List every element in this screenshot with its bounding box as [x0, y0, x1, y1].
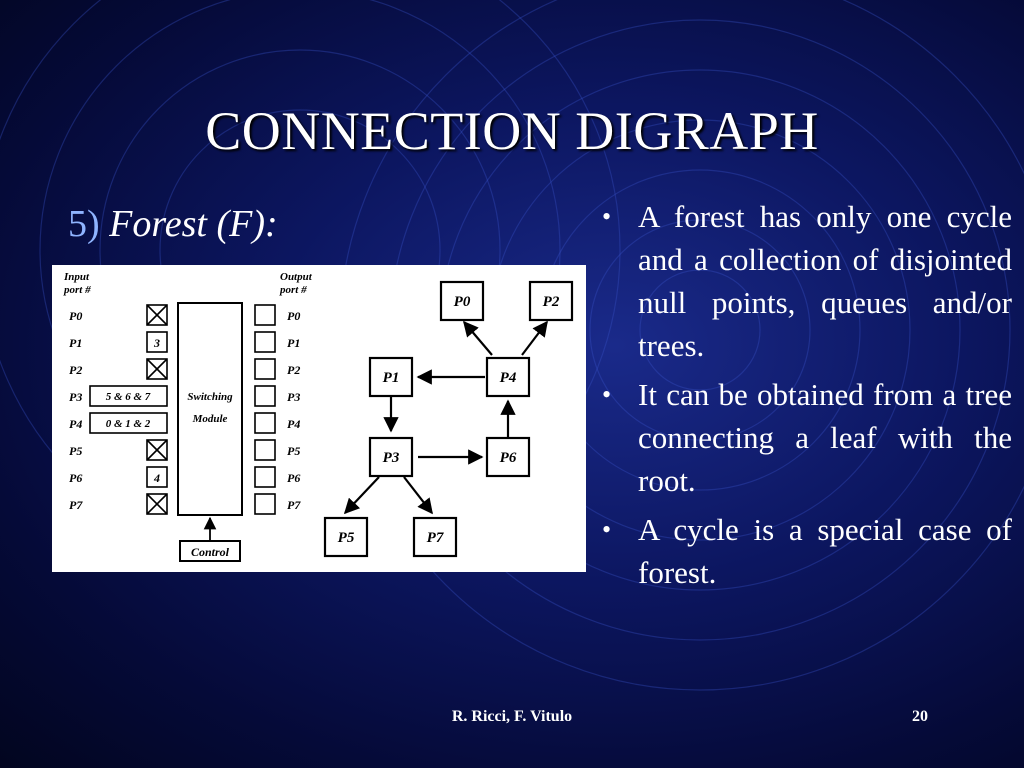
control-label: Control: [191, 545, 230, 559]
output-port-label: P4: [287, 417, 300, 431]
edge-p4-p2: [521, 320, 548, 356]
node-p4: [485, 356, 531, 398]
node-p1: [368, 356, 414, 398]
output-port-label: P6: [287, 471, 300, 485]
forest-diagram: Input port # Output port # P0 P1 P2 P3 P…: [63, 271, 574, 562]
input-port-label: P1: [69, 336, 82, 350]
bullet-list: • A forest has only one cycle and a coll…: [600, 195, 1012, 600]
input-header-2: port #: [63, 284, 91, 296]
output-header-1: Output: [280, 271, 313, 283]
bullet-dot-icon: •: [602, 202, 612, 231]
page-number: 20: [912, 708, 928, 725]
control-box: [179, 540, 241, 562]
input-port-label: P7: [69, 498, 83, 512]
node-label: P3: [383, 450, 400, 466]
output-port-label: P7: [287, 498, 301, 512]
input-marker: 0 & 1 & 2: [106, 418, 151, 430]
input-marker: 3: [153, 336, 160, 350]
slide-title: CONNECTION DIGRAPH: [205, 101, 819, 161]
input-header-1: Input: [63, 271, 90, 283]
module-label-1: Switching: [187, 391, 233, 403]
input-marker: 4: [153, 471, 160, 485]
input-port-label: P0: [69, 309, 82, 323]
node-label: P7: [427, 530, 444, 546]
node-p6: [485, 436, 531, 478]
node-label: P4: [500, 370, 517, 386]
bullet-text: A forest has only one cycle and a collec…: [638, 199, 1012, 363]
bullet-dot-icon: •: [602, 515, 612, 544]
node-p5: [323, 516, 369, 558]
output-port-label: P3: [287, 390, 300, 404]
bullet-item: • It can be obtained from a tree connect…: [600, 373, 1012, 502]
node-label: P1: [383, 370, 400, 386]
bullet-text: A cycle is a special case of forest.: [638, 512, 1012, 590]
node-p2: [528, 280, 574, 322]
switching-module: [177, 302, 243, 516]
input-port-label: P6: [69, 471, 82, 485]
section-number: 5): [68, 203, 100, 245]
section-heading: 5) Forest (F):: [68, 202, 278, 246]
section-label: Forest (F):: [109, 203, 278, 245]
node-label: P6: [500, 450, 517, 466]
edge-p3-p5: [343, 476, 380, 515]
bullet-item: • A forest has only one cycle and a coll…: [600, 195, 1012, 367]
output-port-label: P1: [287, 336, 300, 350]
module-label-2: Module: [192, 413, 228, 425]
edge-p4-p0: [463, 320, 493, 356]
output-port-label: P2: [287, 363, 300, 377]
node-label: P0: [454, 294, 471, 310]
input-marker: 5 & 6 & 7: [106, 391, 151, 403]
output-header-2: port #: [279, 284, 307, 296]
forest-figure: Input port # Output port # P0 P1 P2 P3 P…: [52, 265, 586, 572]
node-p7: [412, 516, 458, 558]
input-port-label: P3: [69, 390, 82, 404]
node-p0: [439, 280, 485, 322]
node-label: P5: [338, 530, 355, 546]
bullet-text: It can be obtained from a tree connectin…: [638, 377, 1012, 498]
bullet-item: • A cycle is a special case of forest.: [600, 508, 1012, 594]
output-port-label: P5: [287, 444, 300, 458]
footer-author: R. Ricci, F. Vitulo: [451, 708, 573, 725]
edge-p3-p7: [403, 476, 433, 515]
node-label: P2: [543, 294, 560, 310]
bullet-dot-icon: •: [602, 380, 612, 409]
input-port-label: P5: [69, 444, 82, 458]
output-port-label: P0: [287, 309, 300, 323]
node-p3: [368, 436, 414, 478]
input-port-label: P2: [69, 363, 82, 377]
input-port-label: P4: [69, 417, 82, 431]
